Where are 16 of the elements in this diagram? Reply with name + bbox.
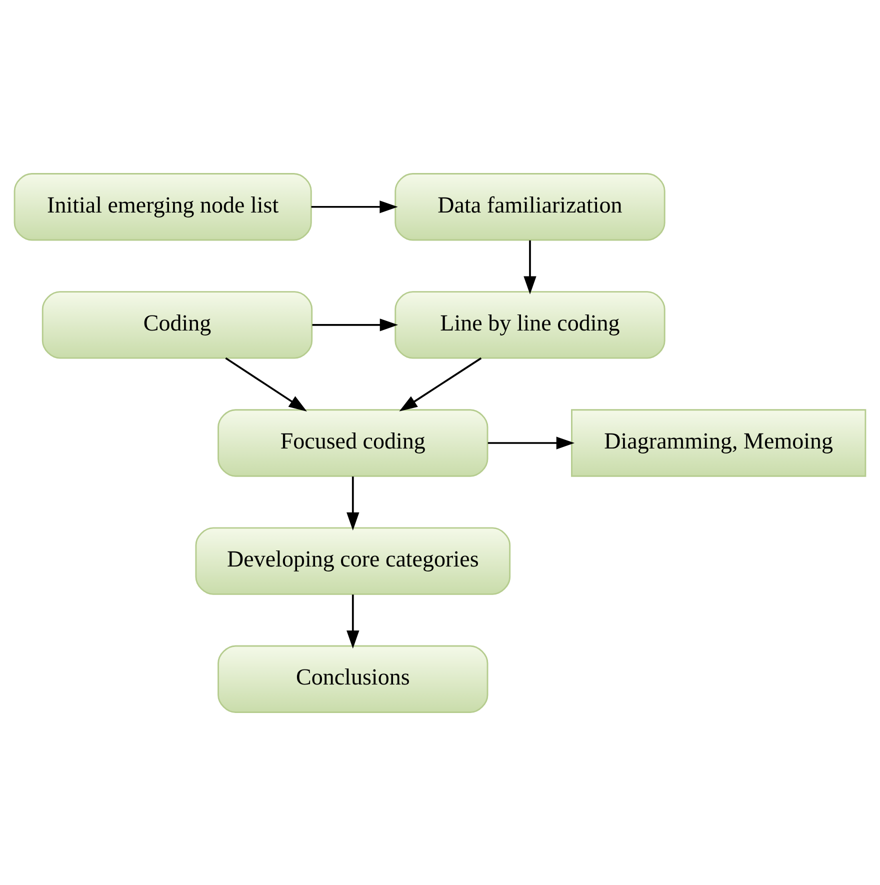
arrow bbox=[225, 356, 307, 411]
arrow bbox=[346, 594, 360, 648]
node-box: Coding bbox=[42, 290, 313, 358]
arrow bbox=[524, 240, 536, 294]
arrow bbox=[399, 356, 482, 411]
arrow bbox=[346, 476, 360, 530]
node-box: Line by line coding bbox=[394, 290, 666, 358]
node-box: Developing core categories bbox=[195, 526, 511, 594]
arrow bbox=[311, 200, 398, 213]
node-box: Conclusions bbox=[218, 644, 488, 712]
arrow bbox=[488, 436, 575, 449]
node-box: Focused coding bbox=[218, 408, 488, 476]
node-box: Data familiarization bbox=[394, 172, 666, 240]
arrow bbox=[312, 318, 398, 331]
node-box: Diagramming, Memoing bbox=[571, 408, 866, 476]
node-box: Initial emerging node list bbox=[14, 172, 312, 240]
